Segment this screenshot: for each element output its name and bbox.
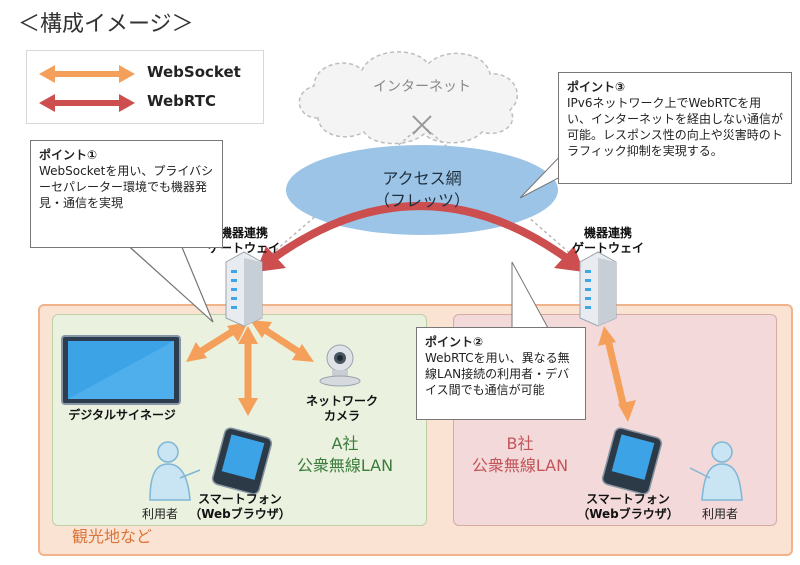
websocket-arrow-phone-left	[238, 326, 258, 416]
callout-point-1: ポイント① WebSocketを用い、プライバシーセパレーター環境でも機器発見・…	[30, 140, 223, 248]
phone-left-label-line1: スマートフォン	[198, 492, 282, 506]
user-right-label: 利用者	[702, 507, 739, 521]
websocket-arrow-signage	[186, 322, 248, 362]
callout-point-2: ポイント② WebRTCを用い、異なる無線LAN接続の利用者・デバイス間でも通信…	[416, 327, 586, 420]
webrtc-gateway-arrow	[256, 202, 584, 272]
callout-point-3: ポイント③ IPv6ネットワーク上でWebRTCを用い、インターネットを経由しな…	[558, 72, 792, 184]
user-right-icon	[689, 441, 743, 501]
gateway-right-line2: ゲートウェイ	[571, 241, 644, 255]
webrtc-legend-label: WebRTC	[147, 92, 217, 110]
gateway-right-label: 機器連携 ゲートウェイ	[560, 226, 656, 256]
callout-point-3-body: IPv6ネットワーク上でWebRTCを用い、インターネットを経由しない通信が可能…	[567, 96, 784, 158]
zone-b-label: B社 公衆無線LAN	[451, 433, 589, 477]
internet-cloud	[298, 51, 519, 145]
websocket-arrow-camera	[250, 320, 314, 362]
signage-label: デジタルサイネージ	[68, 408, 176, 422]
blocked-x-icon	[412, 115, 432, 135]
gateway-right-line1: 機器連携	[583, 226, 632, 240]
camera-label: ネットワーク カメラ	[296, 394, 388, 424]
legend-arrows	[39, 65, 135, 112]
internet-label: インターネット	[373, 79, 471, 95]
callout-point-2-body: WebRTCを用い、異なる無線LAN接続の利用者・デバイス間でも通信が可能	[425, 351, 570, 397]
phone-right-label-line1: スマートフォン	[586, 492, 670, 506]
callout-point-1-title: ポイント①	[39, 148, 98, 162]
webrtc-legend-arrow	[39, 94, 135, 112]
phone-right-label: スマートフォン （Webブラウザ）	[572, 492, 684, 522]
gateway-right-icon	[579, 251, 617, 327]
zone-a-line2: 公衆無線LAN	[296, 456, 394, 475]
zone-b-line1: B社	[506, 434, 534, 453]
user-left-icon	[149, 441, 201, 501]
network-camera-icon	[319, 344, 361, 387]
websocket-legend-label: WebSocket	[147, 63, 241, 81]
camera-label-line1: ネットワーク	[305, 394, 378, 408]
gateway-left-line2: ゲートウェイ	[207, 241, 280, 255]
gateway-left-line1: 機器連携	[219, 226, 268, 240]
callout-point-2-title: ポイント②	[425, 335, 484, 349]
access-network-line1: アクセス網	[382, 169, 462, 188]
gateway-left-icon	[225, 251, 263, 327]
access-network-label: アクセス網 （フレッツ）	[352, 168, 492, 212]
tourist-area-label: 観光地など	[72, 527, 153, 546]
page-title: ＜構成イメージ＞	[18, 12, 194, 37]
zone-a-line1: A社	[331, 434, 359, 453]
callout-point-1-body: WebSocketを用い、プライバシーセパレーター環境でも機器発見・通信を実現	[39, 164, 214, 210]
websocket-arrow-phone-right	[598, 326, 636, 422]
phone-right-label-line2: （Webブラウザ）	[577, 507, 679, 521]
gateway-left-label: 機器連携 ゲートウェイ	[196, 226, 292, 256]
smartphone-left-icon	[211, 427, 273, 495]
phone-left-label: スマートフォン （Webブラウザ）	[184, 492, 296, 522]
camera-label-line2: カメラ	[323, 409, 360, 423]
zone-b-line2: 公衆無線LAN	[471, 456, 569, 475]
callout2-pointer	[511, 261, 549, 329]
user-left-label: 利用者	[142, 507, 179, 521]
access-network-line2: （フレッツ）	[373, 191, 470, 210]
websocket-legend-arrow	[39, 65, 135, 83]
legend: WebSocket WebRTC	[26, 50, 264, 124]
digital-signage-icon	[61, 335, 181, 405]
smartphone-right-icon	[601, 427, 663, 495]
phone-left-label-line2: （Webブラウザ）	[189, 507, 291, 521]
zone-a-label: A社 公衆無線LAN	[290, 433, 400, 477]
callout-point-3-title: ポイント③	[567, 80, 626, 94]
